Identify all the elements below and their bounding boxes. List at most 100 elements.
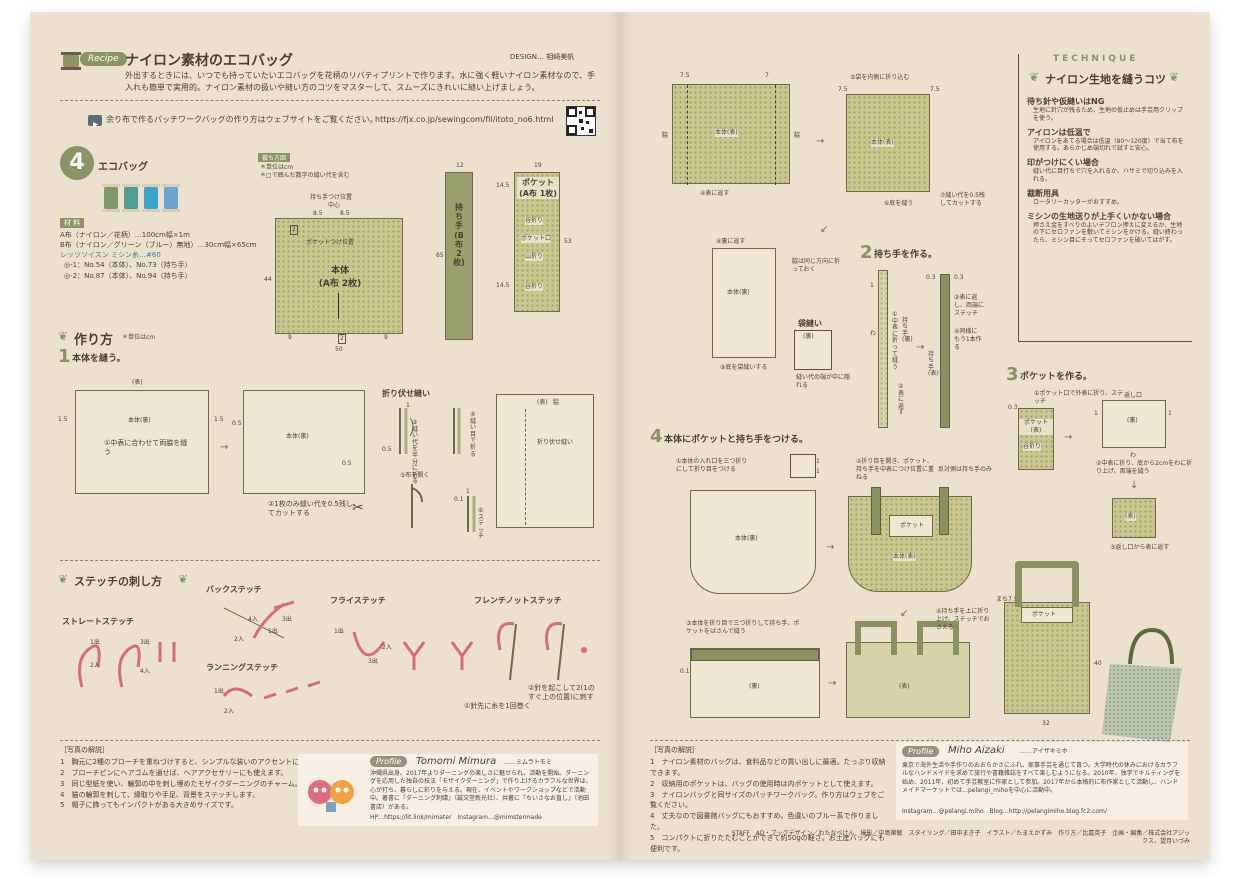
diagram-label: 本体(裏) [735, 535, 758, 542]
stitch-caption: ②針を起こして2(1のすぐ上の位置)に刺す [528, 684, 595, 702]
fold-caption: ④縫い目で折る [470, 411, 477, 458]
diagram-label: ポケット(表) [1019, 419, 1053, 435]
diagram-label: 返し口 [1124, 392, 1143, 399]
fold-seam-diagram-1 [390, 408, 430, 454]
step-number: 1 [58, 346, 71, 367]
stitch-caption: 2入 [382, 644, 392, 651]
step4-caption: ②折り目を開き、ポケット、持ち手を中表につけ位置に重ねる [856, 458, 935, 481]
diagram-caption: ④表に返す [700, 190, 730, 197]
material-item: B布（ナイロン／グリーン（ブルー）無地）…30cm幅×65cm [60, 241, 257, 250]
dim: 40 [1094, 660, 1102, 667]
materials-list: A布（ナイロン／花柄）…100cm幅×1m B布（ナイロン／グリーン（ブルー）無… [60, 230, 260, 281]
qr-code[interactable] [566, 106, 596, 136]
photo-note: 1 ナイロン素材のバッグは、食料品などの買い出しに最適。たっぷり収納できます。 [650, 758, 886, 777]
dim: 1 [406, 402, 410, 409]
fold-label: 谷折り [525, 217, 544, 225]
leaf-icon: ❦ [1029, 70, 1040, 84]
fabric-fold-edge [691, 491, 815, 503]
pocket-step1: ポケット(表) 谷折り [1018, 408, 1054, 470]
dim: 8.5 [313, 210, 323, 217]
material-item: レッツソイスン ミシン糸…#60 [60, 251, 161, 260]
dim: 32 [1042, 720, 1050, 727]
bag-seam-title: 袋縫い [798, 319, 822, 328]
stitch-caption: 2入 [90, 662, 100, 669]
diagram-label: 本体(表) [715, 129, 738, 137]
dim: 14.5 [496, 282, 510, 289]
dim: 0.3 [926, 274, 936, 281]
technique-label: TECHNIQUE [1053, 54, 1139, 64]
step4-diagram-b: ポケット 本体(表) [848, 487, 972, 592]
dim: 9 [384, 334, 388, 341]
pattern-note: ＊単位はcm [260, 164, 294, 171]
dim: 12 [456, 162, 464, 169]
profile-links: HP…https://lit.link/mimater Instagram…@m… [370, 814, 542, 821]
dim: 0.3 [954, 274, 964, 281]
fold-seam-diagram-3 [402, 484, 432, 528]
arrow-down-left-icon: ↙ [900, 608, 909, 619]
stitch-name: バックステッチ [206, 585, 262, 594]
body-pleated-diagram: 本体(表) [846, 94, 930, 192]
diagram-label: (表) [1125, 513, 1136, 521]
diagram-label: (裏) [749, 683, 760, 690]
bag-photo [1100, 624, 1190, 748]
stitch-caption: 1出 [214, 688, 224, 695]
diagram-label: 谷折り [1023, 443, 1042, 451]
divider [650, 740, 1190, 741]
web-url[interactable]: https://fjx.co.jp/sewingcom/fil/itoto_no… [375, 115, 554, 124]
technique-box: TECHNIQUE ❦ ナイロン生地を縫うコツ ❦ 待ち針や仮縫いはNG 生地に… [1018, 54, 1192, 342]
technique-title: ナイロン生地を縫うコツ [1045, 73, 1166, 86]
arrow-right-icon: → [826, 542, 835, 553]
dim: 1.5 [214, 416, 224, 423]
left-page: Recipe ナイロン素材のエコバッグ DESIGN… 相崎美帆 外出するときに… [30, 12, 620, 860]
stitch-title: ステッチの刺し方 [74, 575, 162, 588]
photo-note: 5 コンパクトに折りたたむことができて約50gの軽さ。お土産バッグにも便利です。 [650, 833, 885, 853]
profile-kana: ……ミムラトモミ [504, 759, 552, 766]
dim: 8.5 [340, 210, 350, 217]
french-knot-diagram [480, 610, 590, 694]
leaf-icon: ❦ [178, 572, 189, 586]
diagram-label: (裏) [1127, 417, 1138, 424]
dim: 65 [436, 252, 444, 259]
howto-title: 作り方 [74, 333, 114, 348]
tip-item: アイロンは低温で アイロンをあてる場合は低温（80〜120度）で当て布を使用する… [1027, 127, 1187, 154]
step-number: 3 [1006, 364, 1019, 385]
tip-heading: 裁断用具 [1027, 188, 1059, 198]
photo-note: 3 ナイロンバッグと同サイズのパッチワークバッグ。作り方はウェブをご覧ください。 [650, 790, 885, 810]
dim: 0.1 [680, 668, 690, 675]
diagram-label: (表) [132, 379, 143, 386]
brooch-photo [304, 768, 358, 814]
fold-label: 谷折り [525, 283, 544, 291]
photo-note: 4 丈夫なので図書館バッグにもおすすめ。色違いのブルー系で作りました。 [650, 812, 879, 832]
stitch-name: フレンチノットステッチ [474, 596, 562, 605]
step4-caption: 反対側は持ち手のみ [938, 466, 993, 473]
stitch-caption: 3出 [140, 639, 150, 646]
step1-diagram-a: (表) 本体(裏) ①中表に合わせて両脇を縫う [75, 379, 209, 494]
spool-icon [60, 50, 82, 76]
step4-diagram-d: (表) [846, 621, 970, 718]
stitch-name: フライステッチ [330, 596, 386, 605]
stitch-caption: 1出 [334, 628, 344, 635]
straight-stitch-diagram [72, 632, 192, 696]
right-page: 7.5 7 本体(表) 脇 脇 ④表に返す → ⑤袋を内側に折り込む 7.5 7… [620, 12, 1210, 860]
profile-name: Tomomi Mimura [416, 756, 497, 767]
tip-heading: ミシンの生地送りが上手くいかない場合 [1027, 211, 1171, 221]
photo-note: 4 猫の輪郭を刺して、縁取りや手足、背景をステッチします。 [60, 790, 260, 799]
design-credit: DESIGN… 相崎美帆 [510, 53, 575, 61]
dim: 7.5 [838, 86, 848, 93]
diagram-label: 本体(裏) [128, 417, 151, 424]
step2-label: 持ち手(表) [928, 351, 939, 377]
handle-finished [940, 274, 950, 428]
step-number: 2 [860, 242, 873, 263]
dim: 14.5 [496, 182, 510, 189]
seam-line [525, 409, 526, 525]
tip-heading: 印がつけにくい場合 [1027, 158, 1099, 168]
item-name: エコバッグ [98, 162, 148, 173]
bag-seam-detail: (裏) [794, 330, 832, 370]
profile-name: Miho Aizaki [948, 745, 1005, 756]
dim: まち7.5 [996, 596, 1018, 603]
fold-caption: ⑥ステッチ [478, 507, 485, 541]
body-pattern-piece: 2 ポケットつけ位置 本体 (A布 2枚) [275, 218, 403, 334]
fold-detail-inset [790, 454, 816, 478]
stitch-caption: 4入 [140, 668, 150, 675]
leaf-icon: ❦ [1169, 70, 1180, 84]
